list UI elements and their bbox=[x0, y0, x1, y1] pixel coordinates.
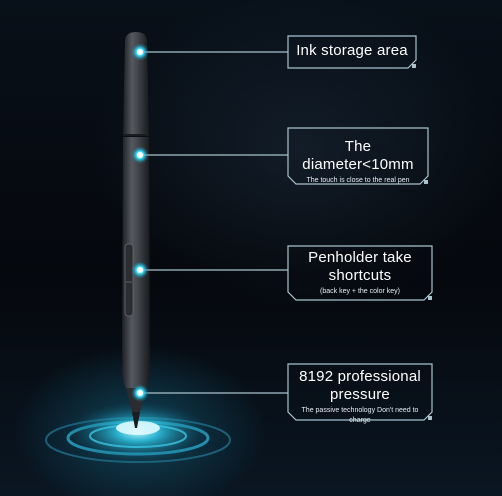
callout-title-line2: pressure bbox=[330, 386, 390, 403]
glow-dot bbox=[131, 384, 149, 402]
callout-subtitle: The touch is close to the real pen bbox=[306, 177, 410, 184]
callout-title-line2: shortcuts bbox=[328, 267, 392, 284]
callout-diameter: The diameter<10mm The touch is close to … bbox=[290, 138, 426, 186]
glow-dot bbox=[131, 146, 149, 164]
glow-dot bbox=[131, 43, 149, 61]
callout-title-line1: Penholder take bbox=[308, 249, 412, 266]
callout-pressure: 8192 professional pressure The passive t… bbox=[290, 368, 430, 426]
callout-ink-storage: Ink storage area bbox=[290, 42, 414, 60]
callout-title: The diameter<10mm bbox=[302, 138, 414, 173]
frame-accent bbox=[412, 64, 432, 420]
callout-frame bbox=[287, 35, 433, 421]
stylus-pen bbox=[122, 32, 150, 428]
callout-subtitle: (back key + the color key) bbox=[320, 288, 400, 295]
callout-shortcuts: Penholder take shortcuts (back key + the… bbox=[290, 249, 430, 297]
callout-title: Ink storage area bbox=[296, 42, 408, 59]
callout-subtitle: The passive technology Don't need to cha… bbox=[301, 407, 419, 424]
callout-connectors bbox=[142, 51, 288, 394]
callout-title-line1: 8192 professional bbox=[299, 368, 421, 385]
glow-dot bbox=[131, 261, 149, 279]
